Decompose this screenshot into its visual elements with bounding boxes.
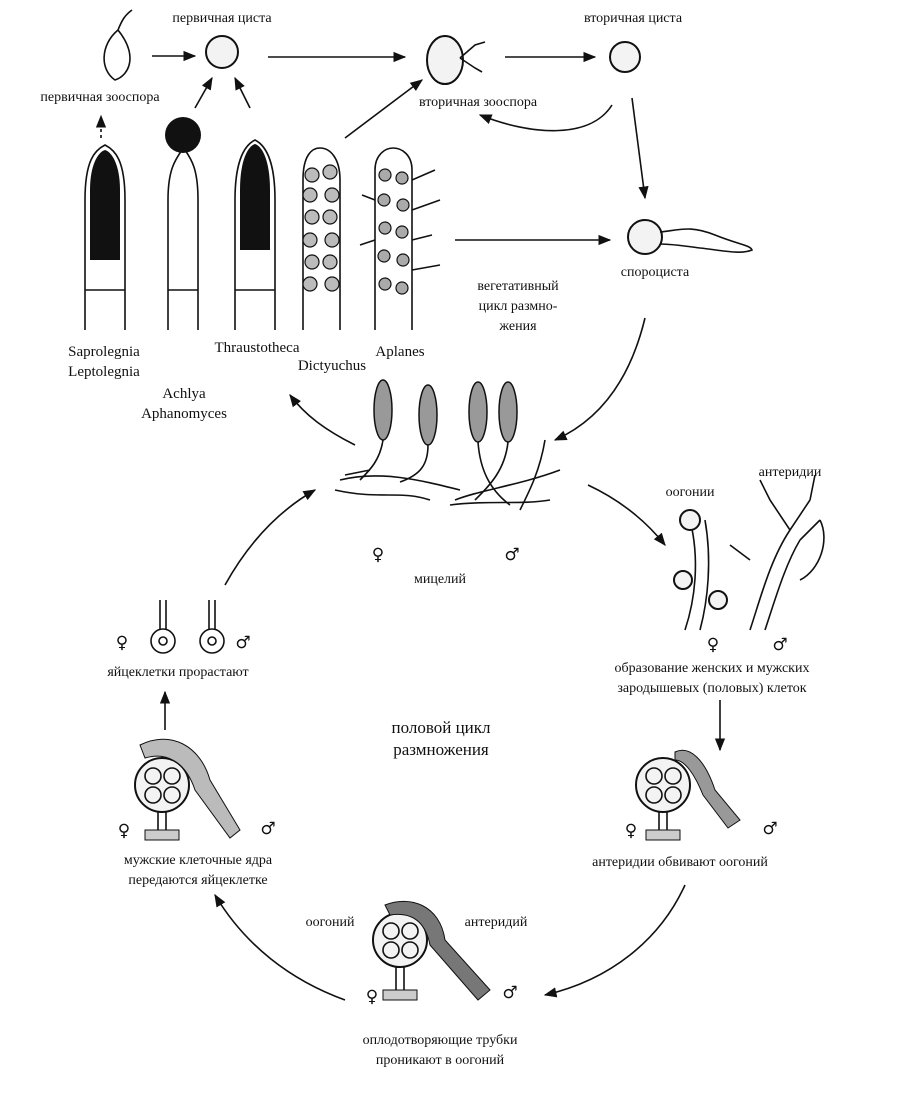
gametangia-drawing: [673, 474, 825, 631]
secondary-zoospore-drawing: [426, 35, 486, 85]
label-sexual-cycle-2: размножения: [393, 740, 489, 759]
sporangium-achlya: [165, 117, 201, 330]
label-leptolegnia: Leptolegnia: [68, 364, 140, 380]
label-aplanes: Aplanes: [375, 344, 424, 360]
female-symbol: ♀: [625, 821, 637, 841]
label-thraustotheca: Thraustotheca: [215, 340, 300, 356]
mycelium-drawing: [334, 379, 561, 511]
oogonium-stage-bottom: [372, 900, 491, 1001]
label-fertilization-1: оплодотворяющие трубки: [363, 1033, 518, 1048]
label-male-nuclei-1: мужские клеточные ядра: [124, 853, 273, 868]
label-fertilization-2: проникают в оогоний: [376, 1053, 505, 1068]
label-antheridia-wrap: антеридии обвивают оогоний: [592, 855, 768, 870]
female-symbol: ♀: [118, 821, 130, 841]
female-symbol: ♀: [707, 635, 719, 655]
label-achlya: Achlya: [162, 386, 206, 402]
label-eggs-germinate: яйцеклетки прорастают: [107, 665, 248, 680]
label-vegetative-cycle-3: жения: [498, 319, 537, 334]
male-symbol: ♂: [504, 545, 519, 565]
label-sexual-cycle-1: половой цикл: [391, 718, 491, 737]
label-dictyuchus: Dictyuchus: [298, 358, 366, 374]
label-vegetative-cycle-2: цикл размно-: [479, 299, 558, 314]
secondary-cyst-drawing: [609, 41, 641, 73]
label-secondary-zoospore: вторичная зооспора: [419, 95, 538, 110]
female-symbol: ♀: [372, 545, 384, 565]
sporangium-aplanes: [359, 147, 441, 330]
oogonium-stage-right: [635, 749, 741, 841]
germinating-eggs-drawing: [150, 600, 225, 654]
label-oogonia: оогонии: [666, 485, 715, 500]
sporangium-dictyuchus: [302, 147, 341, 330]
label-vegetative-cycle-1: вегетативный: [477, 279, 559, 294]
female-symbol: ♀: [116, 633, 128, 653]
arrows-cycle: [159, 484, 726, 1001]
sporangium-saprolegnia: [84, 144, 126, 330]
male-symbol: ♂: [772, 635, 787, 655]
male-symbol: ♂: [762, 819, 777, 839]
label-oogonium: оогоний: [306, 915, 355, 930]
male-symbol: ♂: [235, 633, 250, 653]
label-saprolegnia: Saprolegnia: [68, 344, 140, 360]
label-formation-1: образование женских и мужских: [615, 661, 810, 676]
arrows-top: [95, 50, 649, 446]
sporocyst-drawing: [627, 219, 754, 255]
label-secondary-cyst: вторичная циста: [584, 11, 683, 26]
male-symbol: ♂: [260, 819, 275, 839]
label-sporocyst: спороциста: [621, 265, 690, 280]
male-symbol: ♂: [502, 983, 517, 1003]
label-antheridium: антеридий: [465, 915, 528, 930]
label-antheridia: антеридии: [759, 465, 822, 480]
label-primary-cyst: первичная циста: [172, 11, 272, 26]
label-primary-zoospore: первичная зооспора: [40, 90, 160, 105]
oogonium-stage-left: [134, 738, 241, 841]
label-aphanomyces: Aphanomyces: [141, 406, 227, 422]
female-symbol: ♀: [366, 987, 378, 1007]
primary-zoospore-drawing: [103, 9, 133, 81]
label-mycelium: мицелий: [414, 572, 467, 587]
primary-cyst-drawing: [205, 35, 239, 69]
sporangium-thraustotheca: [234, 139, 276, 330]
label-formation-2: зародышевых (половых) клеток: [617, 681, 806, 696]
label-male-nuclei-2: передаются яйцеклетке: [128, 873, 267, 888]
